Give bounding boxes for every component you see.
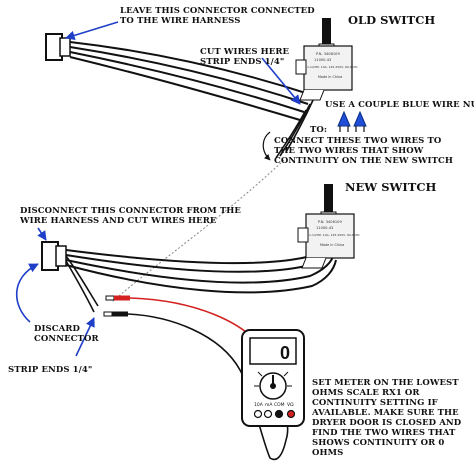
new-switch-model: 11000-43: [316, 226, 333, 230]
connect-wires-note: CONNECT THESE TWO WIRES TO THE TWO WIRES…: [274, 136, 454, 166]
old-switch-origin: Made in China: [318, 75, 342, 79]
wire-nut-left: [337, 110, 351, 132]
old-harness-connector: [45, 33, 71, 61]
jack-10a: [253, 409, 263, 419]
to-note: TO:: [310, 125, 328, 135]
old-switch: P.N. 3406109 11000-43 1-1/2HP, 10A, 125-…: [295, 18, 358, 101]
wire-nut-right: [353, 110, 367, 132]
old-switch-tail-wires: [275, 97, 315, 159]
cut-wires-arrow: [261, 57, 301, 105]
leave-connector-note: LEAVE THIS CONNECTOR CONNECTED TO THE WI…: [120, 6, 315, 26]
strip-ends-note: STRIP ENDS 1/4": [8, 365, 93, 375]
jack-label-com: COM: [274, 402, 285, 408]
new-switch-title: NEW SWITCH: [345, 180, 437, 194]
black-probe: [103, 311, 289, 461]
meter-display: 0: [280, 343, 290, 363]
wire-nuts-note: USE A COUPLE BLUE WIRE NUTS: [325, 100, 474, 110]
leave-connector-arrow: [65, 21, 119, 41]
multimeter: 0 10A mA COM VΩ: [241, 329, 305, 427]
jack-ma: [263, 409, 273, 419]
old-switch-model: 11000-43: [314, 58, 331, 62]
strip-ends-arrow: [75, 317, 95, 357]
old-switch-title: OLD SWITCH: [348, 13, 436, 27]
discard-connector-arrow: [15, 263, 39, 323]
disconnect-connector-note: DISCONNECT THIS CONNECTOR FROM THE WIRE …: [20, 206, 241, 226]
old-harness-wires: [69, 41, 313, 121]
old-switch-rating: 1-1/2HP, 10A, 125-250V, 60-60Hz: [307, 65, 358, 69]
jack-label-10a: 10A: [254, 402, 264, 408]
set-meter-note: SET METER ON THE LOWEST OHMS SCALE RX1 O…: [312, 378, 462, 458]
new-harness-connector: [41, 241, 67, 271]
jack-label-ma: mA: [265, 402, 273, 408]
new-switch-pn: P.N. 3406109: [318, 220, 342, 224]
old-switch-pn: P.N. 3406109: [316, 52, 340, 56]
jack-label-vohm: VΩ: [287, 402, 294, 408]
connect-wires-arrow: [262, 131, 271, 161]
disconnect-connector-arrow: [37, 227, 47, 241]
cut-wires-note: CUT WIRES HERE STRIP ENDS 1/4": [200, 47, 290, 67]
discard-stub-wires: [65, 255, 99, 313]
discard-connector-note: DISCARD CONNECTOR: [34, 324, 99, 344]
new-switch: P.N. 3406109 11000-43 1-1/2HP, 10A, 125-…: [297, 184, 360, 269]
new-harness-wires: [65, 243, 337, 294]
new-switch-origin: Made in China: [320, 243, 344, 247]
jack-com: [274, 409, 284, 419]
jack-vohm: [286, 409, 296, 419]
dotted-link: [111, 159, 285, 303]
new-switch-rating: 1-1/2HP, 10A, 125-250V, 60-60Hz: [309, 233, 360, 237]
